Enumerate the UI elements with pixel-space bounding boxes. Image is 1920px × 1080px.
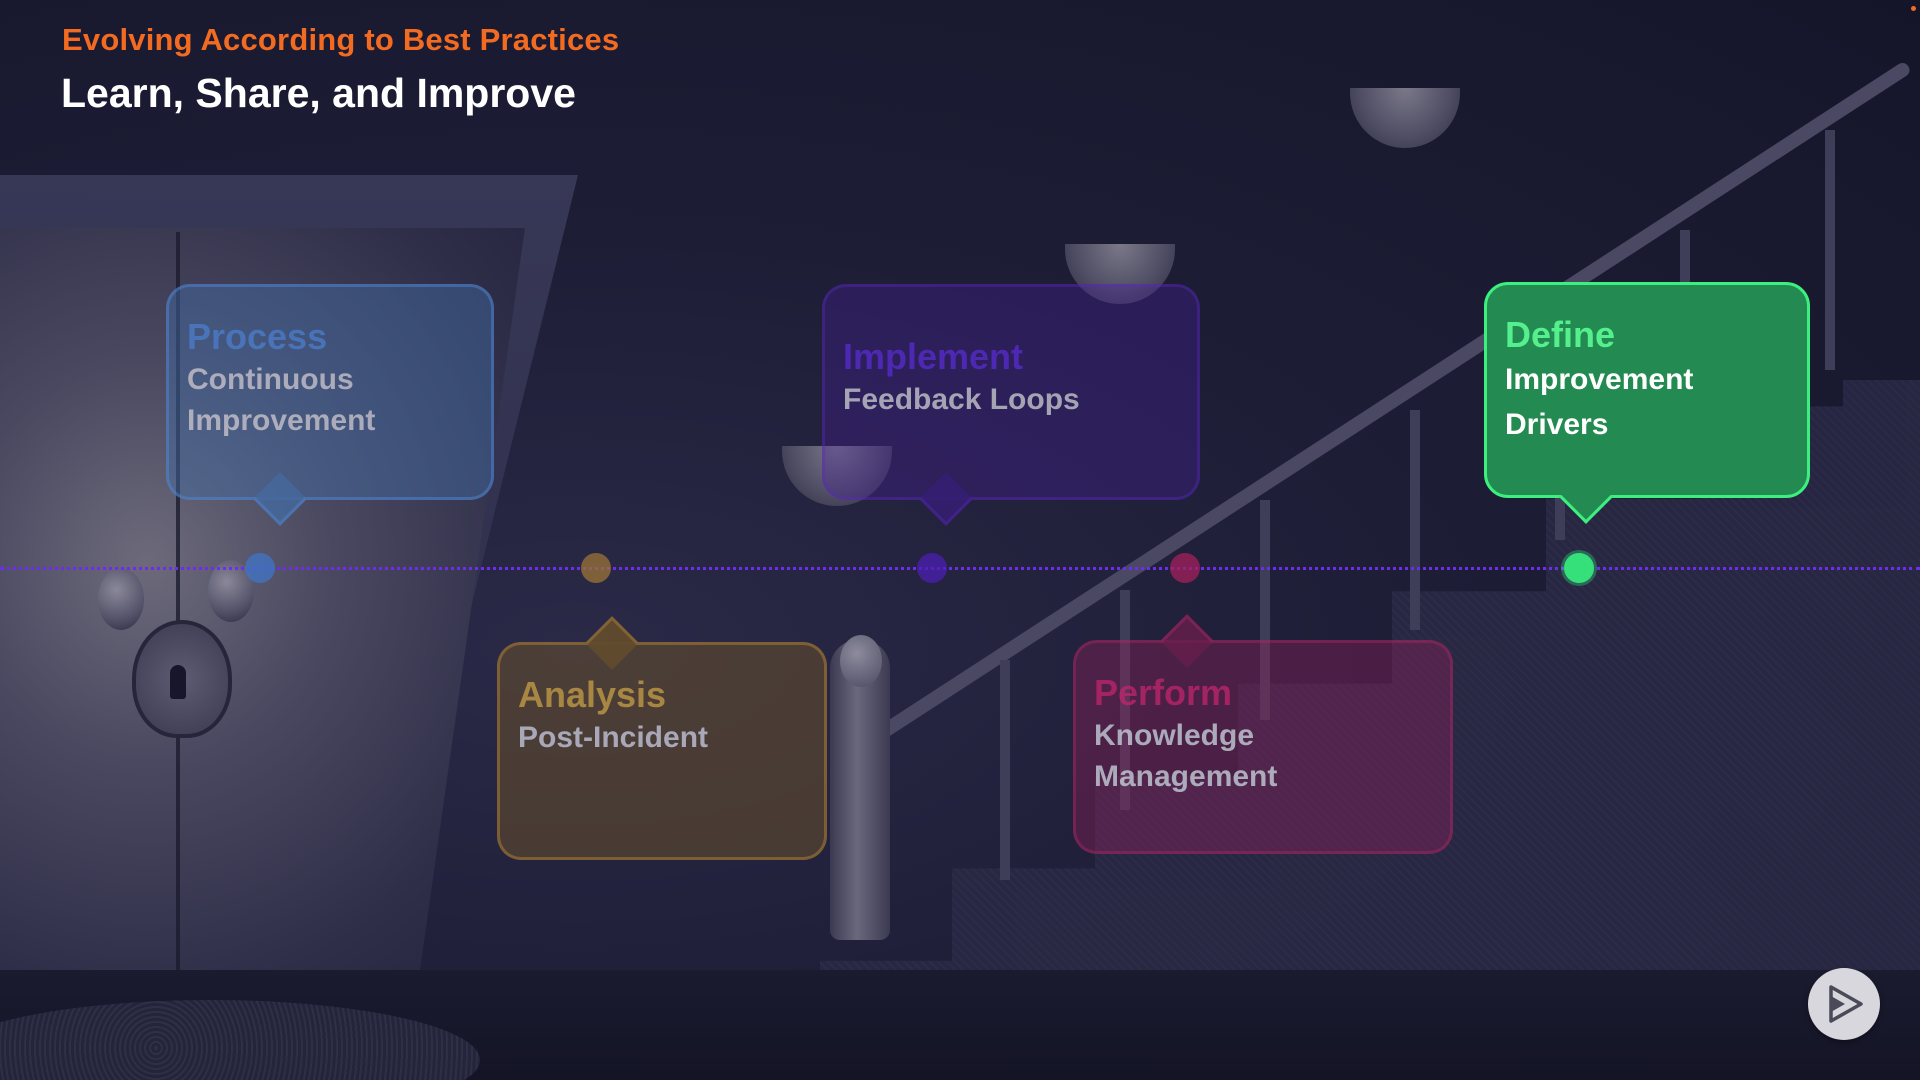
callout-implement-heading: Implement [843,335,1179,379]
callout-perform-text-1: Knowledge [1094,715,1432,756]
wall-lamp [1350,88,1460,148]
play-button[interactable] [1808,968,1880,1040]
newel-cap [840,635,882,687]
baluster [1825,130,1835,370]
baluster [1000,660,1010,880]
callout-pointer [919,472,973,526]
callout-define-text-1: Improvement [1505,357,1789,402]
timeline-node-process[interactable] [245,553,275,583]
timeline-node-implement[interactable] [917,553,947,583]
play-icon [1823,983,1865,1025]
callout-perform-text-2: Management [1094,756,1432,797]
door-knob-left [98,568,144,630]
callout-process-text-2: Improvement [187,400,473,441]
callout-pointer [1160,614,1214,668]
callout-perform-heading: Perform [1094,671,1432,715]
callout-perform: Perform Knowledge Management [1073,640,1453,854]
callout-process: Process Continuous Improvement [166,284,494,500]
timeline-node-analysis[interactable] [581,553,611,583]
timeline-node-define[interactable] [1564,553,1594,583]
callout-define-text-2: Drivers [1505,402,1789,447]
slide-title: Learn, Share, and Improve [61,70,576,117]
callout-implement-text-1: Feedback Loops [843,379,1179,420]
callout-implement: Implement Feedback Loops [822,284,1200,500]
status-dot [1911,6,1916,11]
timeline-node-perform[interactable] [1170,553,1200,583]
callout-pointer [585,616,639,670]
timeline-line [0,567,1920,570]
slide-kicker: Evolving According to Best Practices [62,22,619,58]
callout-analysis-heading: Analysis [518,673,806,717]
callout-analysis-text-1: Post-Incident [518,717,806,758]
callout-process-text-1: Continuous [187,359,473,400]
baluster [1410,410,1420,630]
callout-process-heading: Process [187,315,473,359]
callout-define: Define Improvement Drivers [1484,282,1810,498]
callout-define-heading: Define [1505,313,1789,357]
keyhole [170,665,186,699]
callout-analysis: Analysis Post-Incident [497,642,827,860]
